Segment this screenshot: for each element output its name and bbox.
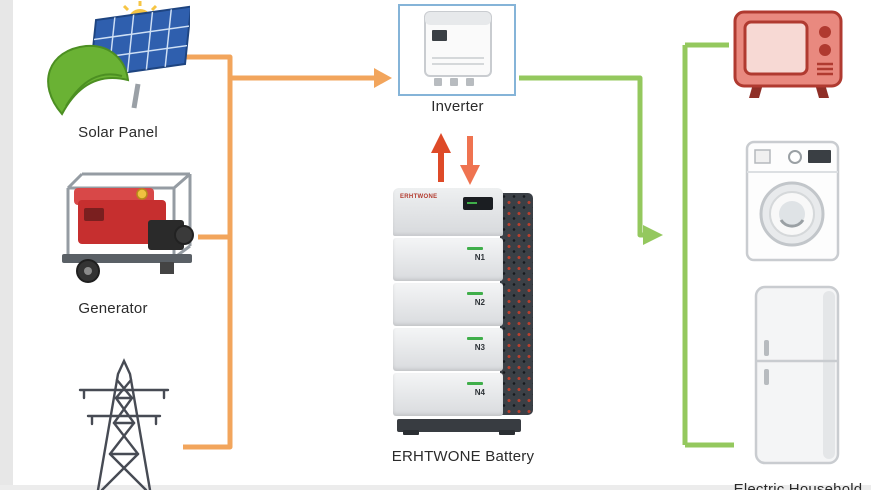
- battery-label: ERHTWONE Battery: [391, 448, 535, 465]
- power-tower-icon: [78, 358, 170, 490]
- battery-module: N2: [393, 283, 503, 326]
- appliances-label: Electric Household: [733, 481, 863, 490]
- battery-side-panel: [500, 193, 533, 415]
- battery-brand: ERHTWONE: [400, 194, 438, 200]
- bottom-edge-strip: [0, 485, 871, 490]
- battery-base: [397, 419, 521, 435]
- battery-display: [463, 197, 493, 210]
- battery-front: ERHTWONE N1 N2 N3 N4: [393, 188, 503, 416]
- generator-label: Generator: [78, 300, 148, 317]
- inverter-frame: [398, 4, 516, 96]
- battery-led: [467, 337, 483, 340]
- tv-icon: [733, 10, 843, 98]
- arrow-to-loads: [643, 225, 663, 245]
- leaf-icon: [47, 44, 130, 116]
- left-edge-strip: [0, 0, 13, 490]
- battery-module-label: N3: [474, 343, 485, 352]
- battery-led: [467, 247, 483, 250]
- battery-module: N1: [393, 238, 503, 281]
- battery-module-label: N4: [474, 388, 485, 397]
- arrow-to-inverter: [374, 68, 392, 88]
- load-connector-lines: [519, 42, 734, 448]
- generator-icon: [62, 172, 194, 283]
- solar-panel-label: Solar Panel: [78, 124, 158, 141]
- battery-led: [467, 292, 483, 295]
- inverter-icon: [424, 11, 492, 86]
- inverter-label: Inverter: [431, 98, 484, 115]
- battery-header: ERHTWONE: [393, 188, 503, 236]
- battery-module: N4: [393, 373, 503, 416]
- battery-module-label: N1: [474, 253, 485, 262]
- solar-panel-icon: [47, 1, 190, 116]
- battery-module-label: N2: [474, 298, 485, 307]
- battery-led: [467, 382, 483, 385]
- washing-machine-icon: [745, 140, 840, 262]
- battery-icon: ERHTWONE N1 N2 N3 N4: [393, 188, 533, 435]
- battery-module: N3: [393, 328, 503, 371]
- refrigerator-icon: [754, 285, 840, 465]
